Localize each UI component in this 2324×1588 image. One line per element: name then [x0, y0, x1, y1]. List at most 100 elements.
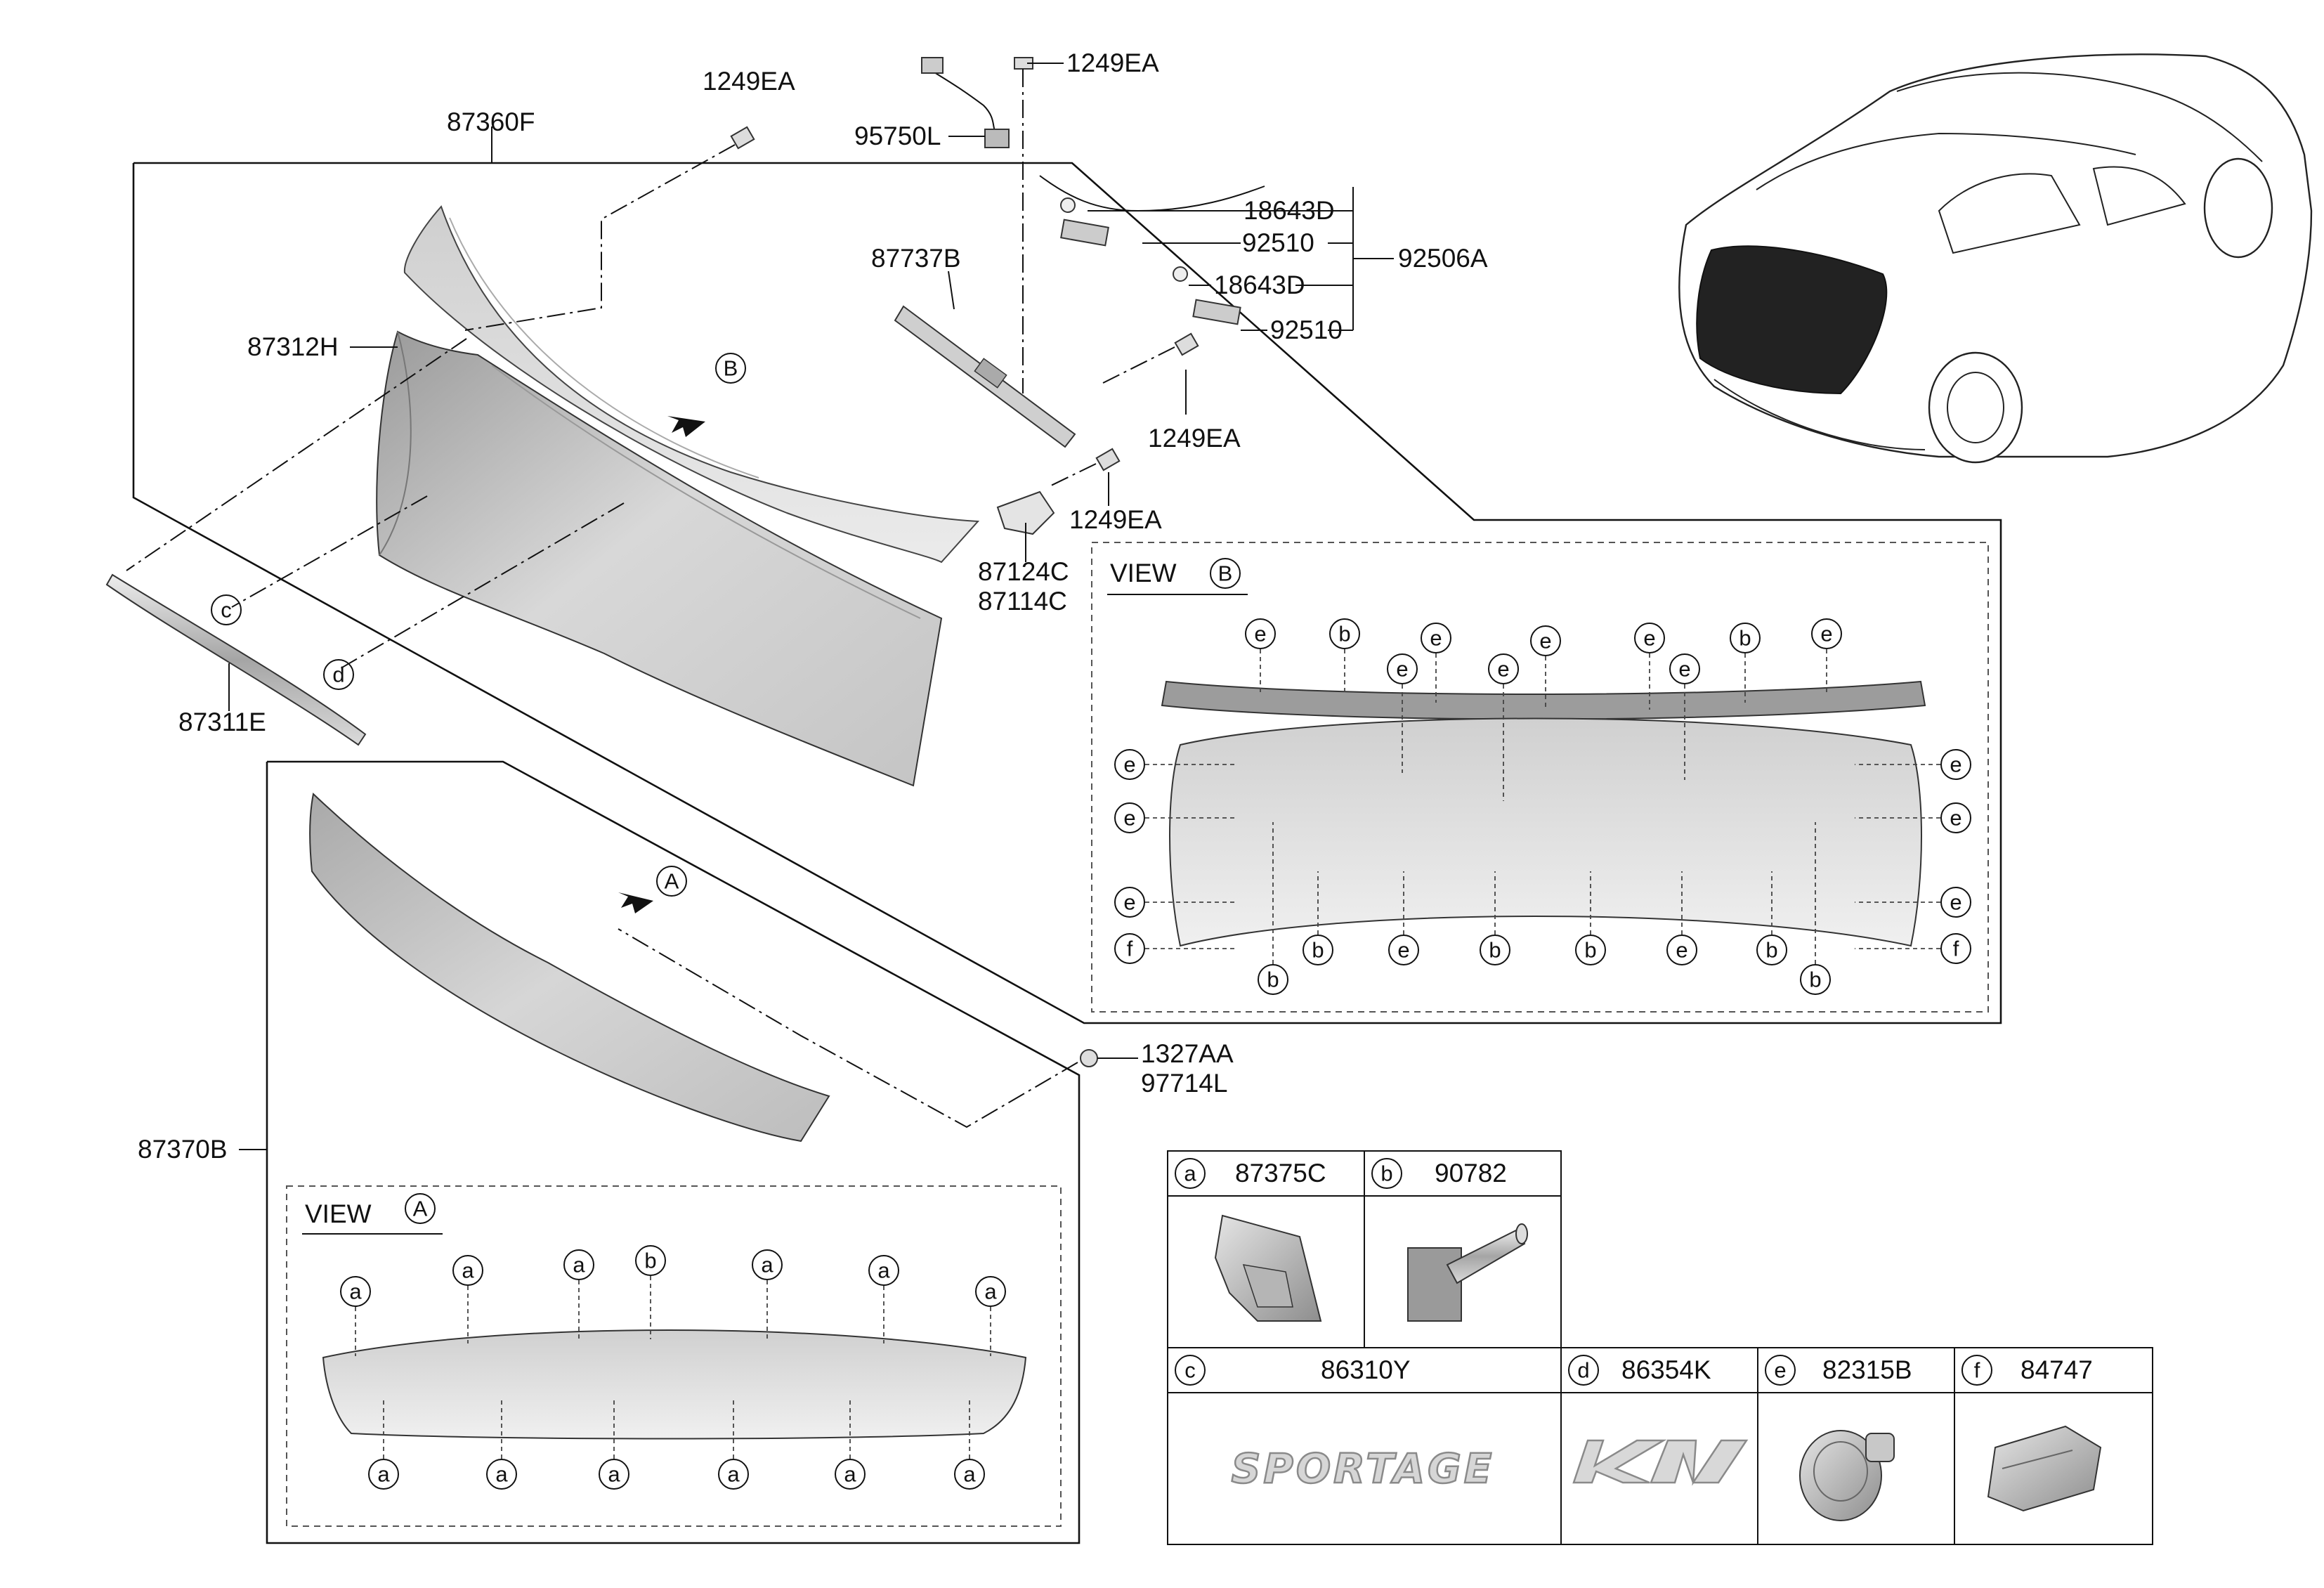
svg-text:e: e [1539, 629, 1551, 653]
legend-a-part: 87375C [1235, 1159, 1326, 1187]
svg-text:b: b [1739, 626, 1751, 651]
view-b-arrow-icon [667, 416, 705, 437]
kia-emblem-icon [1572, 1439, 1749, 1486]
view-a-title: VIEW [305, 1199, 372, 1228]
svg-text:b: b [644, 1249, 656, 1273]
rear-camera-harness [921, 57, 1010, 148]
svg-text:a: a [495, 1462, 508, 1487]
part-87737B-label: 87737B [871, 244, 961, 273]
part-1327AA-label: 1327AA [1141, 1039, 1234, 1068]
view-b-callout-top-8: b [1730, 623, 1761, 703]
svg-text:e: e [1123, 890, 1135, 915]
view-b-callout-right-1: e [1855, 802, 1971, 833]
view-a-callout-top-5: a [868, 1255, 899, 1343]
view-a-callout-bottom-2: a [599, 1398, 629, 1490]
view-b-callout-bottom-6: b [1756, 871, 1787, 965]
license-lamp-bracket [894, 305, 1076, 448]
svg-text:b: b [1312, 938, 1324, 963]
license-lamp-harness [1039, 175, 1265, 325]
svg-text:a: a [608, 1462, 620, 1487]
view-a-panel: VIEW A [286, 1185, 1062, 1527]
legend-f-letter: f [1974, 1358, 1980, 1383]
view-b-callout-top-5: e [1530, 625, 1561, 710]
svg-text:f: f [1127, 937, 1133, 961]
svg-text:a: a [877, 1258, 890, 1283]
svg-text:a: a [573, 1253, 585, 1277]
grommet-82315B-icon [1799, 1430, 1895, 1521]
view-b-callout-bottom-0: b [1258, 822, 1288, 995]
clip-87375C-icon [1214, 1214, 1322, 1322]
legend-f-part: 84747 [2021, 1355, 2093, 1384]
legend-c-part: 86310Y [1321, 1355, 1411, 1384]
view-b-callout-top-4: e [1488, 653, 1519, 801]
svg-text:b: b [1267, 968, 1279, 992]
part-87370B-label: 87370B [138, 1135, 228, 1164]
view-b-callout-top-6: e [1634, 623, 1665, 710]
svg-text:a: a [761, 1253, 773, 1277]
legend-d-part: 86354K [1621, 1355, 1711, 1384]
svg-text:b: b [1809, 968, 1821, 992]
svg-text:e: e [1396, 657, 1408, 682]
legend-c-letter: c [1184, 1358, 1196, 1383]
svg-text:e: e [1430, 626, 1442, 651]
leaders [228, 63, 1394, 1150]
view-b-callout-bottom-7: b [1800, 822, 1831, 995]
svg-text:a: a [462, 1258, 474, 1283]
sportage-emblem: SPORTAGE [1232, 1445, 1495, 1492]
view-a-callout-top-4: a [752, 1249, 783, 1339]
rear-garnish-87370B: A [309, 793, 830, 1143]
view-b-callout-top-7: e [1669, 653, 1700, 780]
legend-e-part: 82315B [1822, 1355, 1912, 1384]
view-b-ref: B [1218, 561, 1233, 586]
svg-text:e: e [1497, 657, 1509, 682]
svg-text:a: a [349, 1280, 362, 1304]
svg-text:a: a [844, 1462, 856, 1487]
clip-84747-icon [1987, 1425, 2102, 1512]
view-a-callout-bottom-3: a [718, 1398, 749, 1490]
legend-e-letter: e [1774, 1358, 1786, 1383]
svg-text:a: a [377, 1462, 390, 1487]
part-1249EA-r2-label: 1249EA [1069, 505, 1162, 534]
svg-text:b: b [1765, 938, 1777, 963]
part-labels: 87360F 1249EA 1249EA 95750L 18643D 92510… [138, 48, 1488, 1164]
view-a-ref: A [413, 1197, 428, 1221]
svg-text:a: a [984, 1280, 997, 1304]
view-b-callout-top-2: e [1387, 653, 1418, 773]
view-b-callout-right-2: e [1855, 887, 1971, 918]
part-87360F-label: 87360F [447, 108, 535, 136]
part-1249EA-harness-label: 1249EA [1066, 48, 1159, 77]
view-b-callout-bottom-4: b [1575, 871, 1606, 965]
assembly-lines [126, 69, 1175, 1128]
arrow-b-label: B [724, 356, 738, 381]
view-a-callout-top-6: a [975, 1276, 1006, 1356]
view-a-callout-top-3: b [635, 1245, 666, 1339]
svg-text:e: e [1820, 622, 1832, 646]
svg-text:b: b [1489, 938, 1501, 963]
part-87312H-label: 87312H [247, 332, 339, 361]
svg-text:e: e [1397, 938, 1409, 963]
tailgate-trim-panel [376, 330, 943, 787]
svg-text:e: e [1678, 657, 1690, 682]
view-b-callout-bottom-5: e [1666, 871, 1697, 965]
svg-text:e: e [1254, 622, 1266, 646]
callout-c: c [221, 598, 232, 623]
view-b-callout-top-3: e [1421, 623, 1451, 703]
legend-b-part: 90782 [1435, 1159, 1507, 1187]
upper-garnish-shape [403, 205, 980, 564]
part-92510-2-label: 92510 [1270, 315, 1343, 344]
view-b-callout-right-0: e [1855, 749, 1971, 780]
svg-text:e: e [1950, 753, 1961, 777]
svg-text:b: b [1584, 938, 1596, 963]
svg-text:e: e [1123, 753, 1135, 777]
svg-text:e: e [1676, 938, 1687, 963]
part-92510-1-label: 92510 [1242, 228, 1314, 257]
part-87114C-label: 87114C [978, 587, 1067, 616]
legend-a-letter: a [1184, 1161, 1196, 1186]
view-b-callout-top-1: b [1329, 618, 1360, 696]
screw-icons [730, 57, 1199, 1067]
fastener-90782-icon [1407, 1223, 1528, 1322]
view-b-callout-bottom-2: e [1388, 871, 1419, 965]
view-b-callout-left-0: e [1114, 749, 1236, 780]
